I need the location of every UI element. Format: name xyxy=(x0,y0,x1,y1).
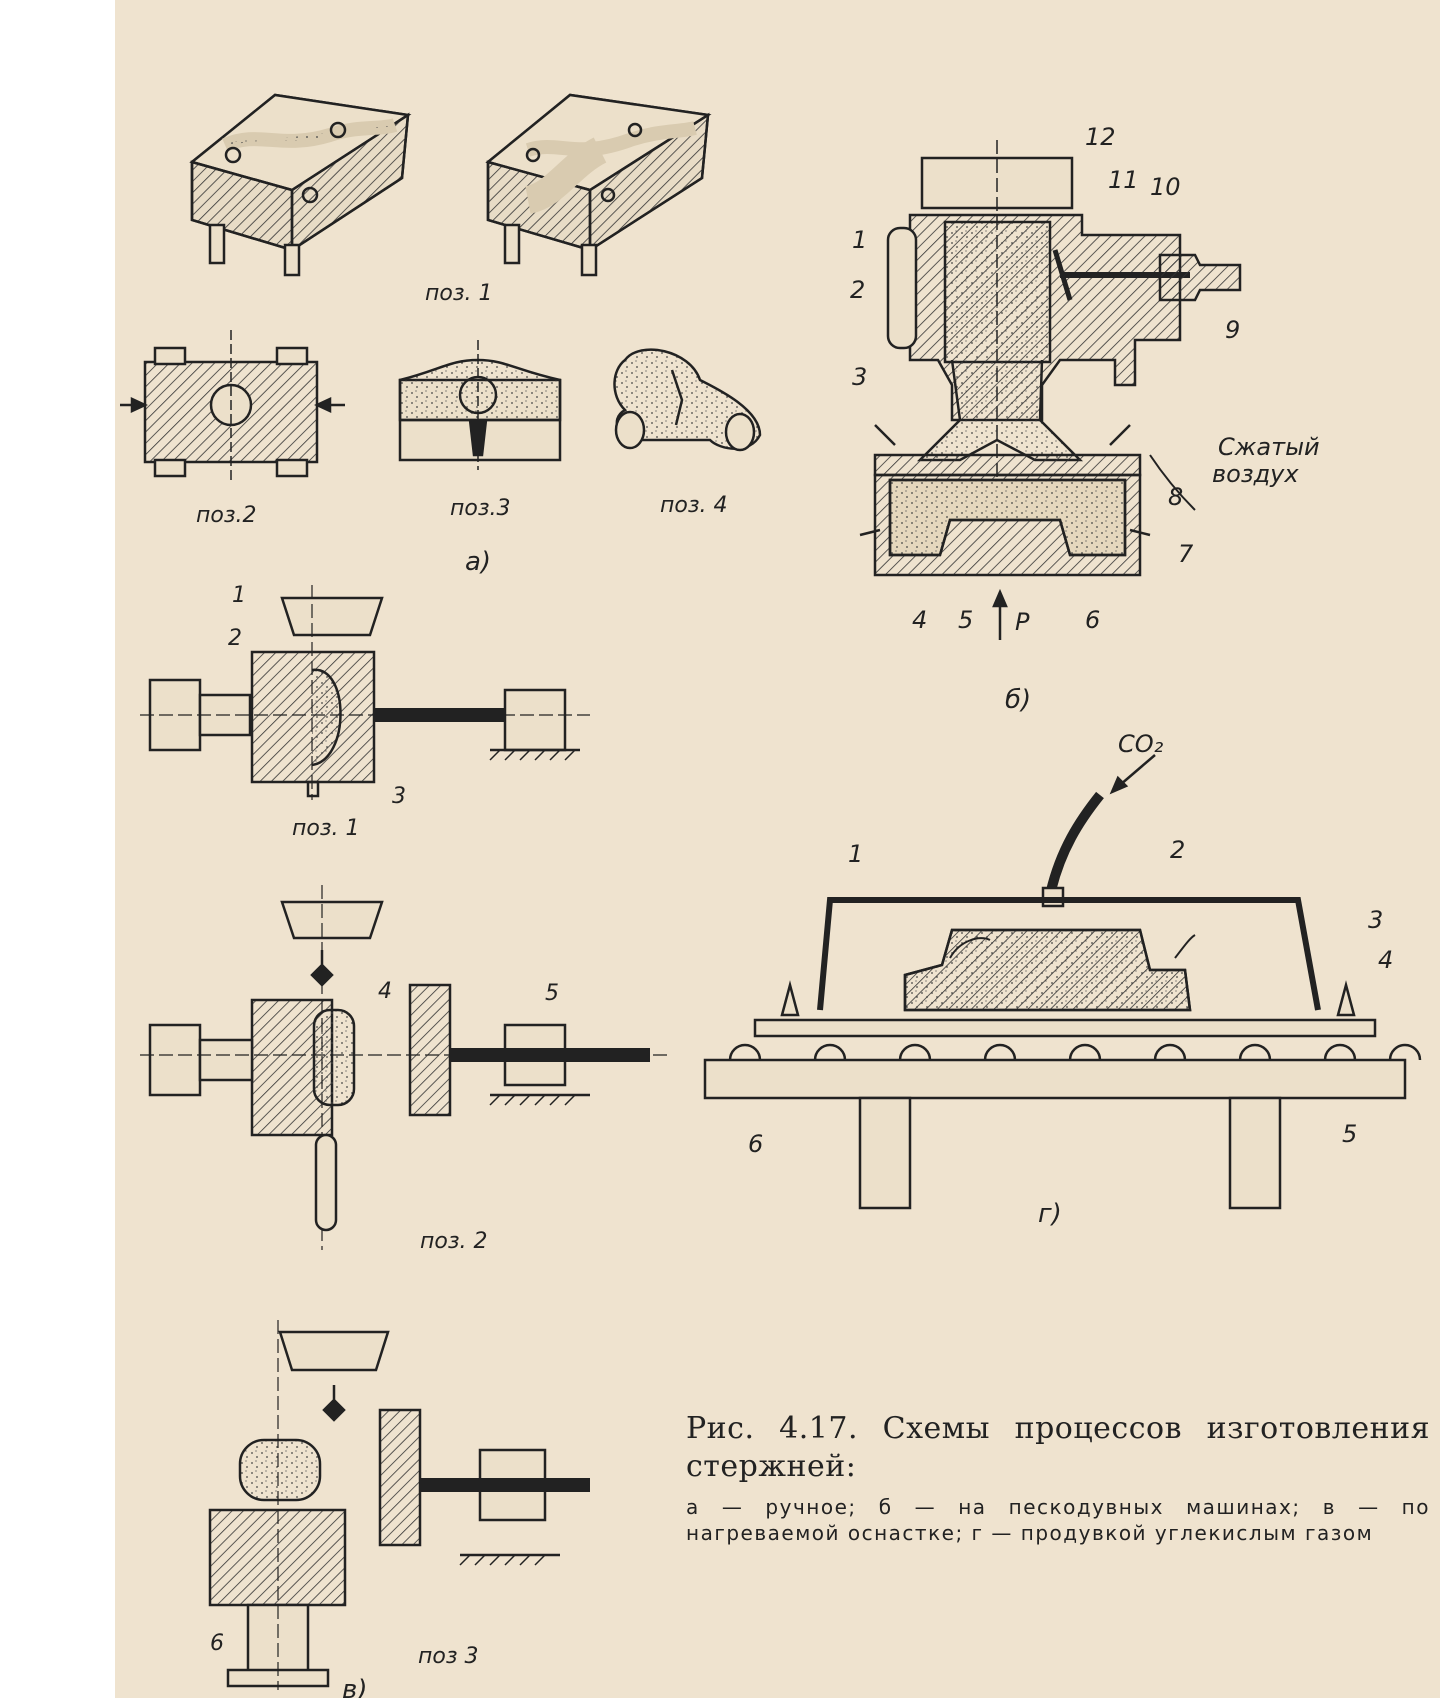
label-b-4: 4 xyxy=(912,606,927,634)
air-valve xyxy=(1158,253,1242,302)
label-b-2: 2 xyxy=(850,276,865,304)
panel-a-labels: поз. 1 поз.2 поз.3 поз. 4 а) xyxy=(196,281,728,577)
label-g-2: 2 xyxy=(1170,836,1185,864)
panel-g-labels: CO₂ 1 2 3 4 5 6 г) xyxy=(748,730,1393,1229)
label-a-pos1: поз. 1 xyxy=(425,281,493,306)
label-g-3: 3 xyxy=(1368,906,1383,934)
label-v-3: 3 xyxy=(392,784,406,809)
label-g-co2: CO₂ xyxy=(1118,730,1164,758)
label-v-4: 4 xyxy=(378,979,392,1004)
label-a-pos3: поз.3 xyxy=(450,496,511,521)
figure-caption: Рис. 4.17. Схемы процессов изготовления … xyxy=(686,1410,1430,1546)
panel-b-labels: 12 11 10 1 2 9 3 8 7 4 5 P 6 Сжатый возд… xyxy=(850,123,1320,715)
label-v-2: 2 xyxy=(228,626,242,651)
caption-v: в) xyxy=(342,1675,367,1698)
v-pos2-machine xyxy=(140,885,670,1250)
caption-title: Рис. 4.17. Схемы процессов изготовления … xyxy=(686,1411,1430,1484)
panel-v xyxy=(140,585,670,1690)
blow-chamber xyxy=(943,220,1052,364)
label-b-6: 6 xyxy=(1085,606,1100,634)
label-b-3: 3 xyxy=(852,363,867,391)
finished-core xyxy=(613,348,762,452)
label-g-1: 1 xyxy=(848,840,863,868)
label-a-pos4: поз. 4 xyxy=(660,493,728,518)
label-b-7: 7 xyxy=(1178,540,1194,568)
label-g-4: 4 xyxy=(1378,946,1393,974)
caption-a: а) xyxy=(465,547,491,577)
label-b-10: 10 xyxy=(1150,173,1181,201)
core-box-closed xyxy=(120,330,345,480)
label-b-5: 5 xyxy=(958,606,973,634)
label-b-12: 12 xyxy=(1085,123,1116,151)
label-v-pos3: поз 3 xyxy=(418,1644,479,1669)
panel-b xyxy=(859,140,1242,640)
panel-g xyxy=(703,754,1422,1210)
label-v-5: 5 xyxy=(545,981,559,1006)
label-v-6: 6 xyxy=(210,1631,224,1656)
label-b-11: 11 xyxy=(1108,166,1139,194)
label-b-air1: Сжатый xyxy=(1218,433,1320,461)
panel-a xyxy=(120,93,762,480)
label-b-1: 1 xyxy=(852,226,867,254)
label-v-1: 1 xyxy=(232,583,246,608)
label-v-pos1: поз. 1 xyxy=(292,816,360,841)
label-g-5: 5 xyxy=(1342,1120,1357,1148)
v-pos3-machine xyxy=(208,1320,590,1690)
label-b-p: P xyxy=(1015,608,1030,636)
caption-description: а — ручное; б — на пескодувных машинах; … xyxy=(686,1495,1430,1545)
label-a-pos2: поз.2 xyxy=(196,503,257,528)
label-b-8: 8 xyxy=(1168,483,1183,511)
core-box-section xyxy=(398,340,562,470)
caption-g: г) xyxy=(1038,1199,1062,1229)
gas-hood xyxy=(817,897,1321,1011)
panel-v-labels: 1 2 3 поз. 1 4 5 поз. 2 6 поз 3 в) xyxy=(210,583,559,1698)
table-plate xyxy=(703,1058,1407,1100)
label-b-air2: воздух xyxy=(1212,460,1299,488)
label-b-9: 9 xyxy=(1225,316,1240,344)
core-box-open-left xyxy=(189,93,412,277)
label-v-pos2: поз. 2 xyxy=(420,1229,488,1254)
v-pos1-machine xyxy=(140,585,590,800)
label-g-6: 6 xyxy=(748,1130,763,1158)
core-box-open-right xyxy=(485,93,712,277)
caption-b: б) xyxy=(1005,685,1031,715)
